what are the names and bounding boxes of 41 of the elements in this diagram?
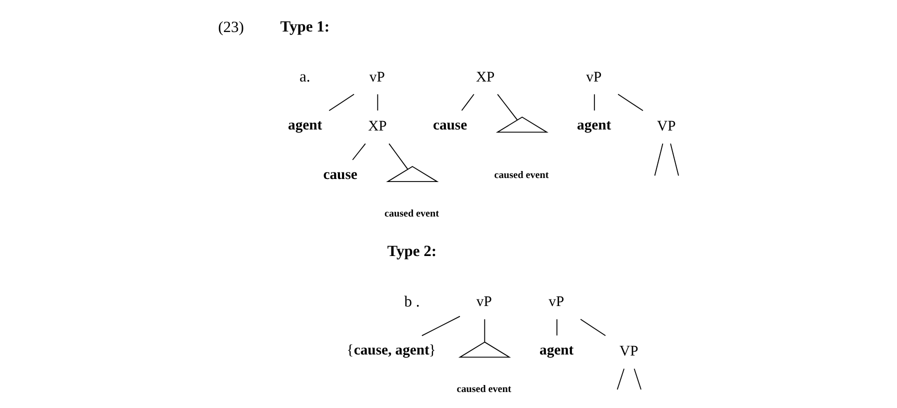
node-text: {cause, agent} xyxy=(346,342,436,359)
node-text: VP xyxy=(619,344,638,360)
connector xyxy=(376,94,378,111)
node-text: agent xyxy=(576,118,611,134)
connector xyxy=(580,318,606,336)
connector xyxy=(420,316,460,336)
node-triangle xyxy=(458,342,510,358)
connector xyxy=(352,143,366,160)
connector xyxy=(654,143,663,176)
connector xyxy=(556,318,557,336)
node-triangle xyxy=(386,166,438,182)
connector xyxy=(484,318,485,342)
connector xyxy=(593,94,594,111)
connector xyxy=(388,143,408,170)
node-text: XP xyxy=(368,118,386,135)
connector xyxy=(616,368,624,390)
connector xyxy=(670,143,678,176)
node-label: caused event xyxy=(494,170,548,182)
node-label: caused event xyxy=(456,384,511,396)
connector xyxy=(633,368,641,390)
connector xyxy=(328,94,354,112)
node-label: caused event xyxy=(384,208,438,220)
label: (23) xyxy=(218,19,244,36)
node-text: cause xyxy=(432,118,467,134)
node-text: vP xyxy=(586,69,602,86)
label: b . xyxy=(404,294,420,311)
node-text: cause xyxy=(322,167,357,184)
connector xyxy=(460,94,474,111)
label: Type 2: xyxy=(386,243,436,260)
label: Type 1: xyxy=(280,18,330,36)
node-text: vP xyxy=(368,69,384,86)
connector xyxy=(617,94,643,112)
node-text: VP xyxy=(656,118,676,135)
node-triangle xyxy=(495,116,548,133)
node-text: vP xyxy=(548,294,564,310)
node-text: agent xyxy=(288,118,322,134)
node-text: vP xyxy=(476,294,492,310)
label: a. xyxy=(298,68,310,86)
node-text: XP xyxy=(475,69,494,86)
connector xyxy=(496,94,518,120)
node-text: agent xyxy=(539,342,574,359)
